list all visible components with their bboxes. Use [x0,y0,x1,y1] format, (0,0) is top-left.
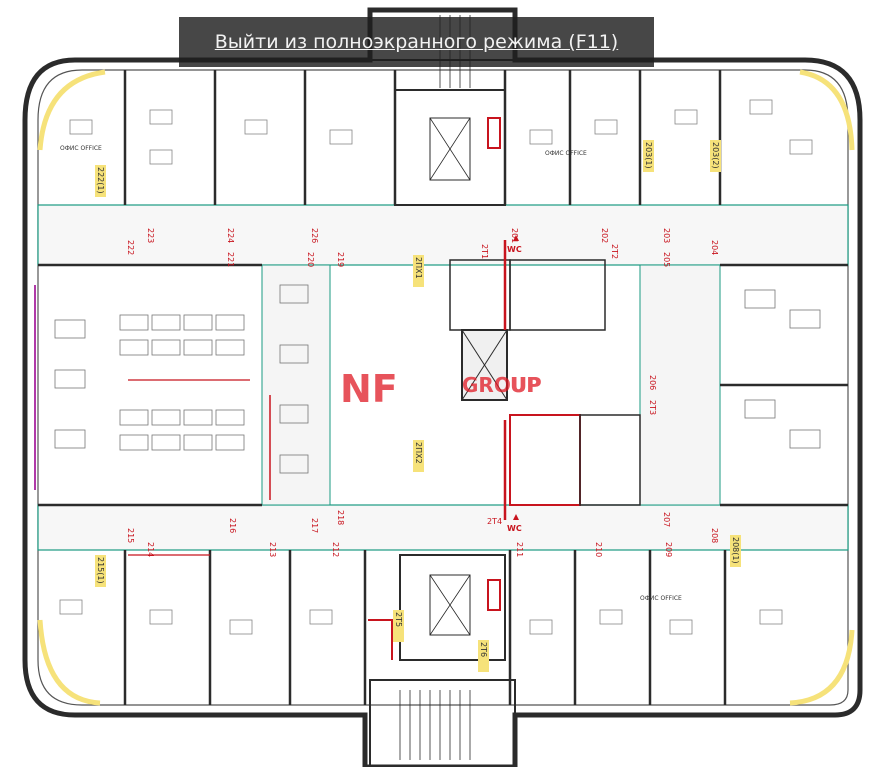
side-nums-label: 2Т2 [610,244,619,259]
bottom-nums-label: 208 [710,528,719,543]
room-numbers-side: 206 2Т3 2Т1 2Т2 [480,244,657,415]
wc-marker-icon [513,514,519,520]
side-nums-label: 2Т3 [648,400,657,415]
top-nums-label: 221 [226,252,235,267]
highlight-label-bg [95,555,106,587]
bottom-nums-label: 218 [336,510,345,525]
top-nums-label: 203 [662,228,671,243]
bottom-nums-label: 211 [515,542,524,557]
top-nums-label: 220 [306,252,315,267]
watermark-main: NF [340,367,398,411]
highlight-label-bg [413,440,424,472]
top-nums-label: 202 [600,228,609,243]
top-nums-label: 201 [510,228,519,243]
top-nums-label: 226 [310,228,319,243]
highlight-label-bg [478,640,489,672]
room-numbers-bottom: 218 216 217 215 214 213 212 211 210 209 207 208 [126,510,719,557]
bottom-nums-label: 213 [268,542,277,557]
highlight-label-bg [710,140,721,172]
bottom-nums-label: 210 [594,542,603,557]
exit-fullscreen-label: Выйти из полноэкранного режима (F11) [214,31,619,53]
watermark-accent: GROUP [462,373,542,397]
room-numbers-top: 223 224 226 222 221 220 219 201 202 203 205 204 [126,228,719,267]
highlight-label: 203(2) [711,142,720,169]
watermark-tail: UP [510,373,541,397]
highlight-label: 2Т5 [394,612,403,627]
top-nums-label: 222 [126,240,135,255]
highlight-label: 2Т6 [479,642,488,657]
wc-label-top: WC [507,245,522,254]
side-nums-label: 206 [648,375,657,390]
side-nums-label: 2Т1 [480,244,489,259]
top-nums-label: 224 [226,228,235,243]
bottom-nums-label: 215 [126,528,135,543]
highlight-label: 203(1) [644,142,653,169]
bottom-nums-label: 212 [331,542,340,557]
highlight-label: 208(1) [731,537,740,564]
bottom-nums-label: 214 [146,542,155,557]
room-label: ОФИС OFFICE [60,145,102,152]
stair-label: 2Т4 [487,517,502,526]
highlight-label: 215(1) [96,557,105,584]
wc-marker-icon [513,235,519,241]
highlight-label-bg [95,165,106,197]
highlight-label-bg [393,610,404,642]
highlight-label: 222(1) [96,167,105,194]
highlight-label-bg [730,535,741,567]
wc-label-bottom: WC [507,524,522,533]
highlight-label-bg [643,140,654,172]
top-nums-label: 223 [146,228,155,243]
bottom-nums-label: 217 [310,518,319,533]
bottom-nums-label: 209 [664,542,673,557]
watermark: NF GROUP UP [340,367,542,411]
room-label: ОФИС OFFICE [545,150,587,157]
bottom-nums-label: 207 [662,512,671,527]
highlight-label-bg [413,255,424,287]
highlight-label: 2ПХ2 [414,442,423,464]
highlight-label: 2ПХ1 [414,257,423,279]
top-nums-label: 204 [710,240,719,255]
room-label: ОФИС OFFICE [640,595,682,602]
highlighted-labels: 222(1) 203(1) 203(2) 215(1) 208(1) 2ПХ1 2ПХ2 2Т… [95,140,741,672]
exit-fullscreen-button[interactable]: Выйти из полноэкранного режима (F11) [179,17,654,67]
bottom-nums-label: 216 [228,518,237,533]
top-nums-label: 205 [662,252,671,267]
top-nums-label: 219 [336,252,345,267]
